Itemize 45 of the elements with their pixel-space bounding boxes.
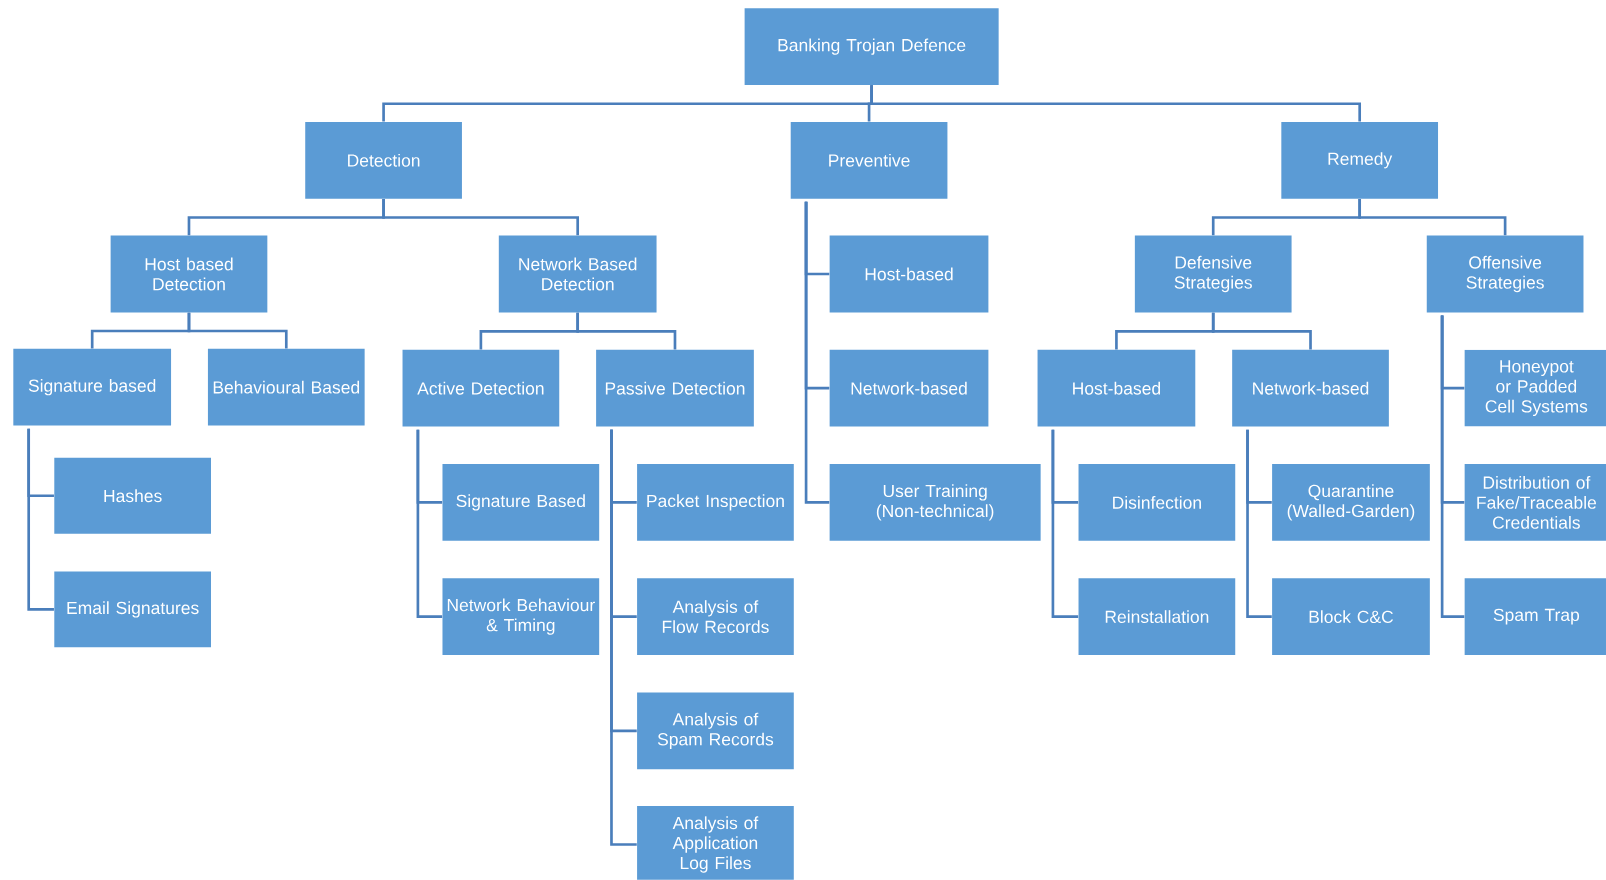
- tree-box: Detection: [305, 122, 462, 199]
- connector-line: [576, 312, 677, 350]
- tree-box: Network-based: [1232, 349, 1389, 427]
- tree-box: Host-based: [829, 235, 989, 313]
- connector-line: [382, 199, 579, 236]
- connector-line: [804, 201, 830, 504]
- tree-box: Remedy: [1281, 122, 1439, 199]
- tree-box: Analysis of Spam Records: [637, 692, 794, 770]
- tree-box: Active Detection: [402, 349, 560, 427]
- tree-box: Quarantine (Walled-Garden): [1272, 464, 1430, 541]
- tree-box: Signature based: [13, 348, 172, 426]
- tree-box: User Training (Non-technical): [829, 464, 1041, 541]
- tree-box: Email Signatures: [54, 571, 211, 648]
- tree-box: Honeypot or Padded Cell Systems: [1464, 349, 1606, 427]
- connector-line: [1211, 312, 1312, 350]
- tree-box: Distribution of Fake/Traceable Credentials: [1464, 464, 1606, 541]
- tree-box: Behavioural Based: [207, 348, 365, 426]
- tree-box: Host-based: [1037, 349, 1196, 427]
- tree-box: Offensive Strategies: [1426, 235, 1584, 313]
- tree-box: Preventive: [790, 122, 948, 199]
- connector-line: [1051, 429, 1079, 619]
- tree-box: Analysis of Flow Records: [637, 578, 794, 656]
- tree-box: Packet Inspection: [637, 464, 794, 541]
- tree-box: Reinstallation: [1078, 578, 1236, 656]
- tree-box: Signature Based: [442, 464, 600, 541]
- tree-box: Block C&C: [1272, 578, 1430, 656]
- connector-line: [610, 429, 637, 846]
- connector-line: [27, 428, 54, 611]
- tree-box: Passive Detection: [596, 349, 754, 427]
- tree-box: Spam Trap: [1464, 578, 1606, 656]
- connector-line: [1440, 315, 1465, 619]
- tree-box: Network Behaviour & Timing: [442, 578, 600, 656]
- tree-box: Banking Trojan Defence: [744, 8, 999, 86]
- connector-line: [1358, 199, 1507, 236]
- connector-line: [187, 312, 288, 349]
- connector-line: [870, 85, 1361, 122]
- connector-line: [416, 429, 443, 619]
- connector-line: [1246, 429, 1272, 619]
- tree-box: Analysis of Application Log Files: [637, 806, 794, 880]
- tree-box: Network Based Detection: [498, 235, 657, 313]
- tree-box: Network-based: [829, 349, 989, 427]
- tree-box: Hashes: [54, 457, 211, 534]
- tree-box: Defensive Strategies: [1134, 235, 1292, 313]
- tree-box: Host based Detection: [110, 235, 268, 313]
- tree-box: Disinfection: [1078, 464, 1236, 541]
